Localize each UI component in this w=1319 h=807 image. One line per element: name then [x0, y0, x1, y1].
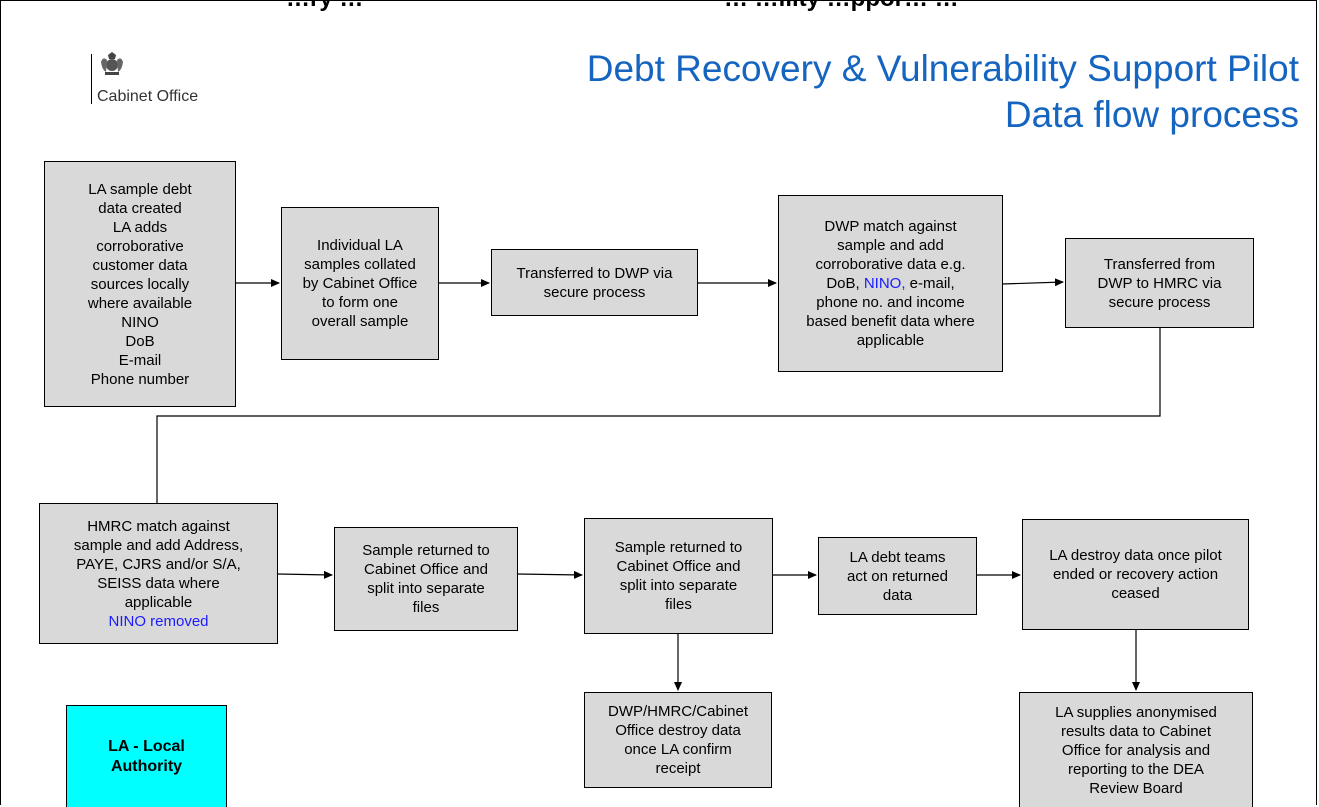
step-text: secure process — [1108, 293, 1211, 311]
title-line-1: Debt Recovery & Vulnerability Support Pi… — [586, 48, 1299, 89]
step-text: files — [665, 596, 692, 613]
step-text: LA destroy data once pilot — [1049, 547, 1222, 564]
step-la-debt-teams-act: LA debt teams act on returned data — [818, 537, 977, 615]
connector-hmrc-transfer-to-hmrc-match — [156, 327, 1161, 503]
step-sample-returned-1: Sample returned to Cabinet Office and sp… — [334, 527, 518, 631]
royal-crest-icon — [101, 52, 123, 75]
step-la-supplies-results: LA supplies anonymised results data to C… — [1019, 692, 1253, 807]
nino-highlight: NINO, — [863, 275, 906, 292]
nino-removed-note: NINO removed — [108, 612, 209, 630]
step-text: applicable — [124, 593, 193, 611]
step-text: LA sample debt — [88, 180, 192, 198]
step-text: results data to Cabinet — [1060, 722, 1212, 740]
legend-text: Authority — [110, 757, 183, 775]
step-transfer-to-hmrc: Transferred from DWP to HMRC via secure … — [1065, 238, 1254, 328]
step-text: phone no. and income — [816, 294, 965, 311]
step-text: act on returned — [847, 567, 948, 585]
step-la-destroy-data: LA destroy data once pilot ended or reco… — [1022, 519, 1249, 630]
step-text: where available — [87, 294, 193, 312]
step-collated-sample: Individual LA samples collated by Cabine… — [281, 207, 439, 360]
step-text: corroborative data e.g. — [815, 256, 966, 273]
step-text: Cabinet Office and — [616, 558, 741, 575]
logo-text: Cabinet Office — [97, 88, 199, 105]
step-text: Review Board — [1089, 779, 1183, 797]
cropped-heading-strip: …ry … … …ility …ppor… … — [0, 0, 1319, 12]
step-text: SEISS data where — [97, 574, 220, 592]
arrow-dwp-match-to-hmrc-transfer — [1001, 278, 1064, 287]
step-text: based benefit data where — [806, 313, 975, 330]
step-text: DoB, NINO, e-mail, — [806, 274, 974, 293]
step-text: Sample returned to — [614, 539, 743, 556]
step-text: corroborative — [96, 237, 184, 255]
step-text: LA supplies anonymised — [1055, 703, 1217, 721]
step-text: Office for analysis and — [1061, 741, 1211, 759]
step-text: ceased — [1111, 585, 1160, 602]
legend-text: LA - Local — [108, 737, 185, 755]
step-text: ended or recovery action — [1052, 566, 1219, 583]
step-text: Transferred to DWP via — [516, 264, 673, 282]
arrow-returned-1-to-returned-2 — [516, 570, 583, 579]
title-line-2: Data flow process — [1004, 94, 1299, 135]
arrow-hmrc-to-returned-1 — [276, 570, 333, 579]
step-text: files — [412, 599, 440, 616]
step-text: DWP/HMRC/Cabinet — [607, 703, 749, 720]
step-text: E-mail — [118, 351, 162, 369]
step-text: split into separate — [619, 577, 738, 594]
step-text: Office destroy data — [615, 722, 741, 739]
step-text: secure process — [543, 283, 646, 301]
cropped-heading-right: … …ility …ppor… … — [724, 0, 959, 12]
step-transfer-to-dwp: Transferred to DWP via secure process — [491, 249, 698, 316]
step-text: applicable — [856, 332, 925, 349]
step-text: overall sample — [311, 313, 409, 330]
step-text: receipt — [655, 760, 701, 777]
step-text: data — [882, 586, 913, 604]
step-text: to form one — [322, 294, 398, 311]
page-title: Debt Recovery & Vulnerability Support Pi… — [587, 46, 1299, 138]
step-la-sample-debt: LA sample debt data created LA adds corr… — [44, 161, 236, 407]
step-text: sources locally — [90, 275, 190, 293]
cropped-heading-left: …ry … — [286, 0, 363, 12]
step-text: HMRC match against — [87, 517, 230, 535]
step-text: data created — [98, 199, 182, 217]
step-text: customer data — [92, 256, 188, 274]
step-text: once LA confirm — [624, 741, 732, 758]
logo-divider — [91, 54, 92, 104]
step-text: DoB — [125, 332, 155, 350]
step-text: samples collated — [304, 256, 416, 273]
step-hmrc-match: HMRC match against sample and add Addres… — [39, 503, 278, 644]
step-sample-returned-2: Sample returned to Cabinet Office and sp… — [584, 518, 773, 634]
step-text: Sample returned to — [362, 542, 490, 559]
step-text: sample and add — [837, 237, 944, 254]
step-text: LA adds — [112, 218, 168, 236]
step-text: PAYE, CJRS and/or S/A, — [76, 555, 241, 573]
step-text: DWP match against — [824, 218, 957, 235]
step-text: Phone number — [90, 370, 190, 388]
step-text: LA debt teams — [849, 548, 946, 566]
legend-la-local-authority: LA - Local Authority — [66, 705, 227, 807]
step-text-part: e-mail, — [905, 275, 955, 292]
step-text: Transferred from — [1103, 255, 1216, 273]
step-text: Individual LA — [317, 237, 403, 254]
step-text: DWP to HMRC via — [1097, 274, 1222, 292]
step-text: sample and add Address, — [73, 536, 244, 554]
step-text-part: DoB, — [826, 275, 864, 292]
step-text: NINO — [121, 313, 159, 331]
step-gov-destroy-data: DWP/HMRC/Cabinet Office destroy data onc… — [584, 692, 772, 788]
step-text: split into separate — [367, 580, 485, 597]
step-text: by Cabinet Office — [302, 275, 418, 292]
step-text: Cabinet Office and — [364, 561, 488, 578]
step-dwp-match: DWP match against sample and add corrobo… — [778, 195, 1003, 372]
step-text: reporting to the DEA — [1068, 760, 1204, 778]
